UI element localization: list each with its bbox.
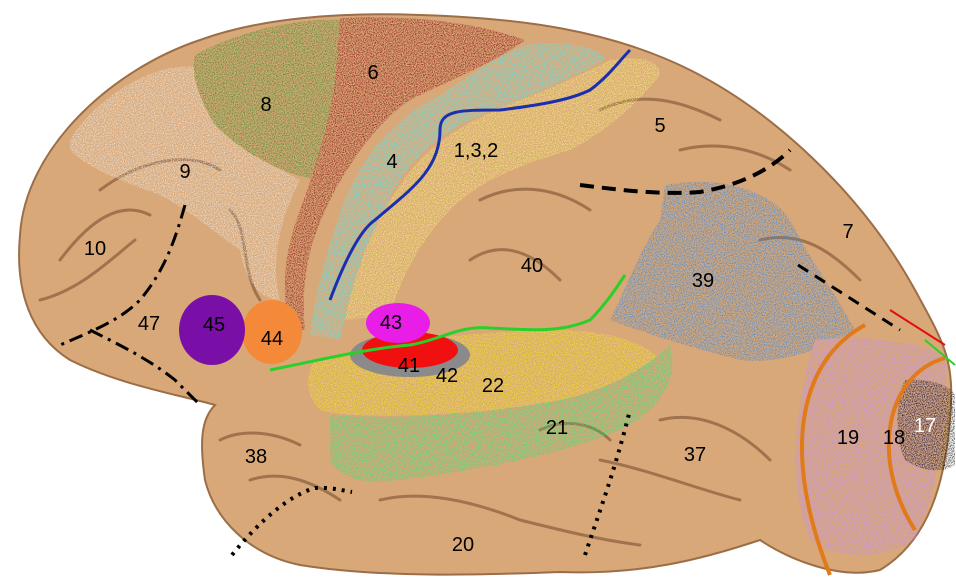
label-area-44: 44 [261,329,283,349]
label-area-4: 4 [386,152,397,172]
label-area-20: 20 [452,535,474,555]
label-area-9: 9 [179,162,190,182]
label-area-7: 7 [842,222,853,242]
label-area-17: 17 [914,416,936,436]
label-area-42: 42 [436,366,458,386]
label-area-21: 21 [546,418,568,438]
label-area-45: 45 [203,315,225,335]
label-area-38: 38 [245,447,267,467]
label-area-39: 39 [692,271,714,291]
label-area-22: 22 [482,376,504,396]
label-area-10: 10 [84,239,106,259]
label-area-47: 47 [138,314,160,334]
label-area-5: 5 [654,116,665,136]
label-area-8: 8 [260,95,271,115]
label-area-37: 37 [684,445,706,465]
label-area-41: 41 [398,356,420,376]
label-area-6: 6 [367,63,378,83]
label-area-18: 18 [883,428,905,448]
label-area-40: 40 [521,256,543,276]
label-area-19: 19 [837,428,859,448]
label-area-1-3-2: 1,3,2 [454,141,498,161]
label-area-43: 43 [380,313,402,333]
